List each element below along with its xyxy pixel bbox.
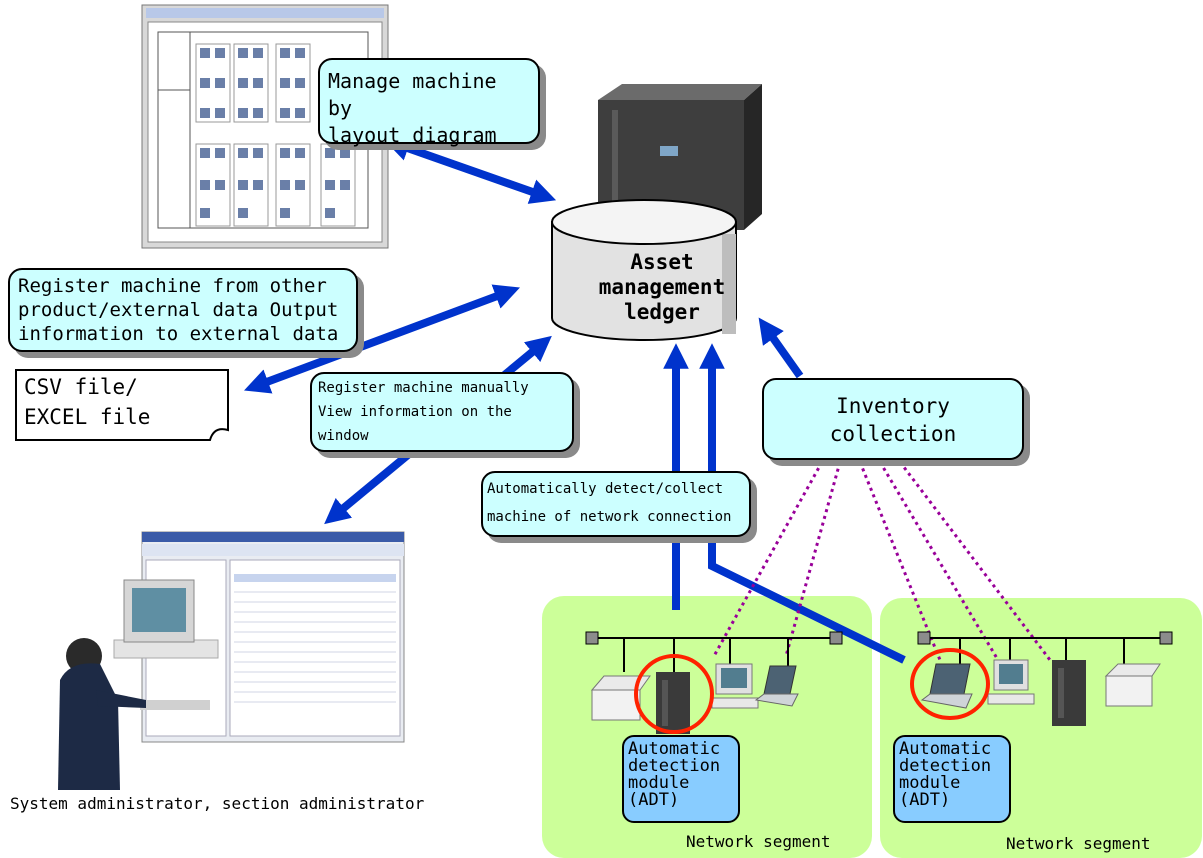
adt-highlight-circles [634, 648, 990, 734]
callout-auto-detect: Automatically detect/collect machine of … [481, 471, 751, 537]
laptop-icon [920, 663, 973, 709]
csv-file-note: CSV file/ EXCEL file [16, 366, 228, 438]
admin-caption: System administrator, section administra… [10, 794, 425, 813]
callout-inventory-text: Inventory collection [829, 394, 957, 446]
desktop-pc-icon [711, 663, 759, 709]
server-tower-icon [1052, 660, 1086, 726]
callout-register-manual-text: Register machine manually View informati… [318, 380, 529, 444]
adt-module-label-1: Automatic detection module (ADT) [622, 735, 740, 823]
callout-layout-diagram: Manage machine by layout diagram [318, 58, 540, 147]
callout-auto-detect-text: Automatically detect/collect machine of … [487, 481, 732, 525]
laptop-icon [754, 665, 799, 707]
callout-inventory-collection: Inventory collection [762, 378, 1024, 460]
arrow-inventory-db [758, 317, 804, 379]
arrow-detect-2 [699, 343, 906, 664]
database-label: Asset management ledger [598, 250, 726, 324]
csv-file-text: CSV file/ EXCEL file [24, 375, 151, 429]
admin-at-computer-icon [58, 579, 219, 790]
callout-register-external-text: Register machine from other product/exte… [18, 275, 339, 345]
printer-icon [1104, 663, 1161, 707]
adt-module-label-2: Automatic detection module (ADT) [893, 735, 1011, 823]
arrow-layout-db [383, 136, 557, 204]
database-cylinder-icon [551, 199, 737, 341]
callout-register-external: Register machine from other product/exte… [8, 268, 358, 352]
desktop-pc-icon [987, 659, 1035, 705]
network-segment-label-2: Network segment [1006, 834, 1151, 853]
callout-register-manual: Register machine manually View informati… [310, 372, 574, 452]
inventory-dotted-lines [712, 461, 1052, 661]
server-tower-icon [656, 672, 690, 734]
callout-layout-text: Manage machine by layout diagram [328, 69, 497, 147]
csv-file-shape [15, 369, 229, 441]
network-segment-label-1: Network segment [686, 832, 831, 851]
